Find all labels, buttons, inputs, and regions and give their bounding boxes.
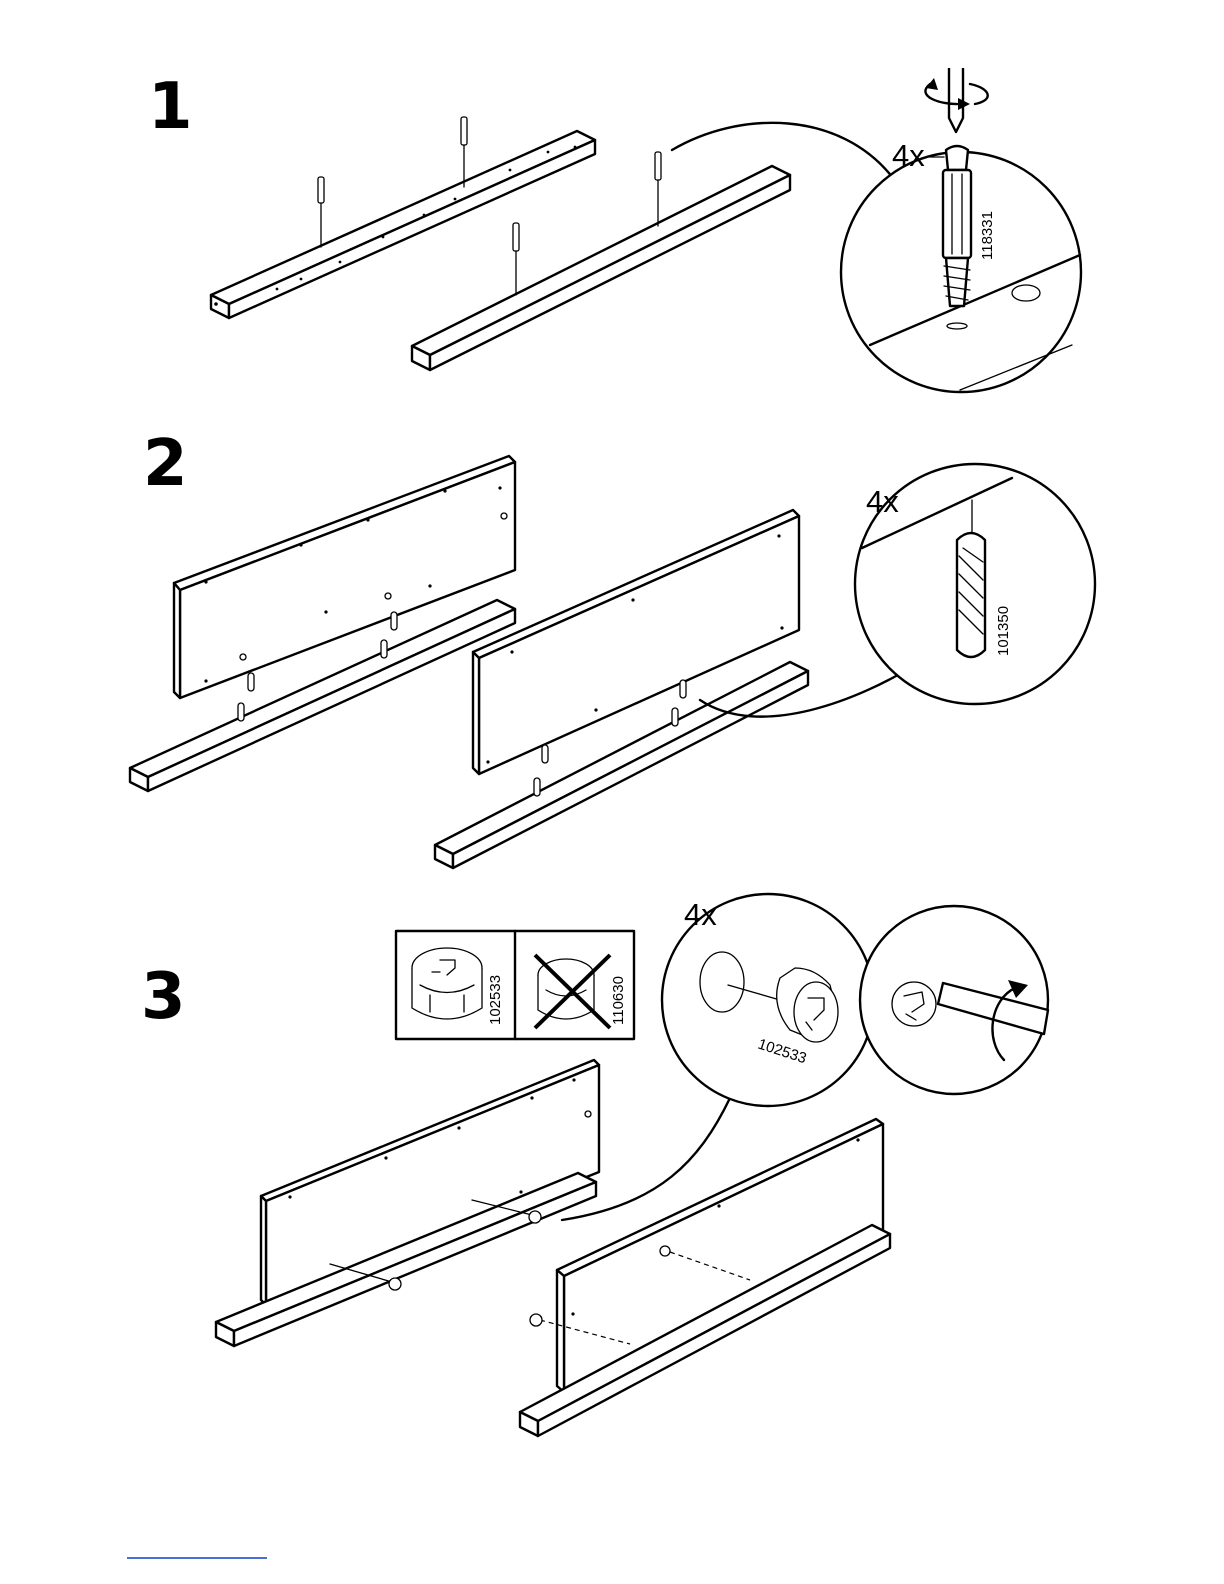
step-3-left-assembly	[216, 1060, 599, 1346]
step-3-quantity-label: 4x	[684, 897, 717, 932]
step-3-number-text: 3	[141, 960, 186, 1034]
step-2-right-panel	[473, 510, 799, 774]
step-2: 2	[130, 427, 1095, 868]
step-2-quantity-label: 4x	[866, 484, 899, 519]
step-1-number: 1	[148, 70, 193, 144]
step-3-detail-bubble-tighten	[860, 906, 1048, 1094]
correct-part-number: 102533	[487, 975, 504, 1025]
step-3: 3 102533 110630	[141, 894, 1048, 1436]
step-2-part-number: 101350	[995, 606, 1012, 656]
step-1-part-number: 118331	[979, 211, 996, 260]
cam-lock-comparison-box: 102533 110630	[396, 931, 634, 1039]
step-2-left-panel	[174, 456, 515, 698]
footer-rule	[127, 1557, 267, 1559]
step-2-number: 2	[143, 427, 188, 501]
wrong-part-number: 110630	[610, 976, 627, 1025]
step-1: 1	[148, 68, 1081, 392]
step-1-detail-bubble: 4x 118331	[672, 68, 1081, 392]
step-1-quantity-label: 4x	[892, 138, 925, 173]
